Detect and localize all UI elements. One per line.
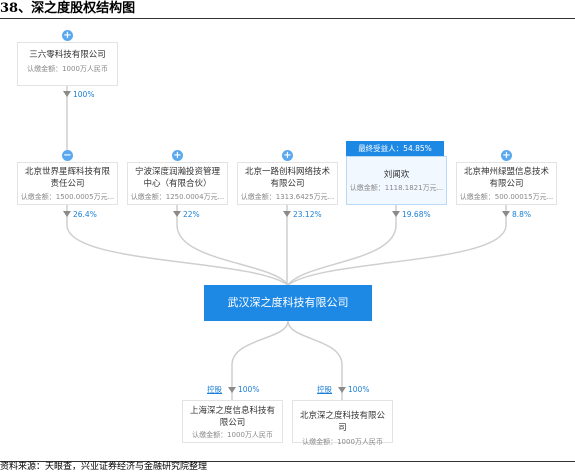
title-divider <box>0 18 575 19</box>
node-capital: 认缴金额：1000万人民币 <box>192 431 273 439</box>
edge-percent: 100% <box>238 385 260 394</box>
source-note: 资料来源：天眼查，兴业证券经济与金融研究院整理 <box>0 462 208 472</box>
node-name: 北京一路创科网络技术有限公司 <box>244 167 330 189</box>
edge-percent: 100% <box>73 90 95 99</box>
node-name: 宁波深度润瀚投资管理中心（有限合伙） <box>134 167 220 189</box>
edge-percent: 22% <box>183 210 200 219</box>
collapse-icon[interactable]: − <box>62 150 73 161</box>
beneficiary-badge: 最终受益人：54.85% <box>346 141 444 156</box>
expand-icon[interactable]: + <box>172 150 183 161</box>
edge-percent: 19.68% <box>402 210 431 219</box>
node-capital: 认缴金额：1000万人民币 <box>27 65 108 73</box>
node-name: 北京世界星辉科技有限责任公司 <box>24 167 110 189</box>
figure-title: 38、深之度股权结构图 <box>0 1 136 16</box>
control-link[interactable]: 控股 <box>207 385 222 394</box>
node-capital: 认缴金额：1250.0004万元... <box>130 193 225 201</box>
node-name: 上海深之度信息科技有限公司 <box>189 406 275 428</box>
expand-icon[interactable]: + <box>501 150 512 161</box>
edge-percent: 23.12% <box>293 210 322 219</box>
subsidiary-node[interactable]: 北京深之度科技有限公司 认缴金额：1000万人民币 <box>292 400 393 446</box>
node-capital: 认缴金额：500.00015万元... <box>459 193 554 201</box>
expand-icon[interactable]: + <box>62 30 73 41</box>
shareholder-node[interactable]: 刘闻欢 认缴金额：1118.1821万元... <box>346 156 447 205</box>
footer-divider <box>0 461 575 462</box>
subsidiary-node[interactable]: 上海深之度信息科技有限公司 认缴金额：1000万人民币 <box>182 400 283 443</box>
edge-percent: 26.4% <box>73 210 97 219</box>
edge-percent: 8.8% <box>512 210 532 219</box>
shareholder-node[interactable]: 北京世界星辉科技有限责任公司 认缴金额：1500.0005万元... <box>17 162 118 205</box>
shareholder-node[interactable]: 北京神州绿盟信息技术有限公司 认缴金额：500.00015万元... <box>456 162 557 205</box>
top-shareholder-node[interactable]: 三六零科技有限公司 认缴金额：1000万人民币 <box>17 42 118 86</box>
node-name: 北京深之度科技有限公司 <box>299 411 385 433</box>
control-link[interactable]: 控股 <box>317 385 332 394</box>
node-name: 刘闻欢 <box>383 170 410 180</box>
expand-icon[interactable]: + <box>282 150 293 161</box>
node-name: 北京神州绿盟信息技术有限公司 <box>463 167 549 189</box>
shareholder-node[interactable]: 宁波深度润瀚投资管理中心（有限合伙） 认缴金额：1250.0004万元... <box>127 162 228 205</box>
node-capital: 认缴金额：1313.6425万元... <box>240 193 335 201</box>
node-name: 三六零科技有限公司 <box>29 50 106 60</box>
node-capital: 认缴金额：1000万人民币 <box>302 438 383 446</box>
node-capital: 认缴金额：1500.0005万元... <box>20 193 115 201</box>
target-company-node[interactable]: 武汉深之度科技有限公司 <box>204 285 372 321</box>
edge-percent: 100% <box>348 385 370 394</box>
node-capital: 认缴金额：1118.1821万元... <box>349 184 444 192</box>
shareholder-node[interactable]: 北京一路创科网络技术有限公司 认缴金额：1313.6425万元... <box>237 162 338 205</box>
